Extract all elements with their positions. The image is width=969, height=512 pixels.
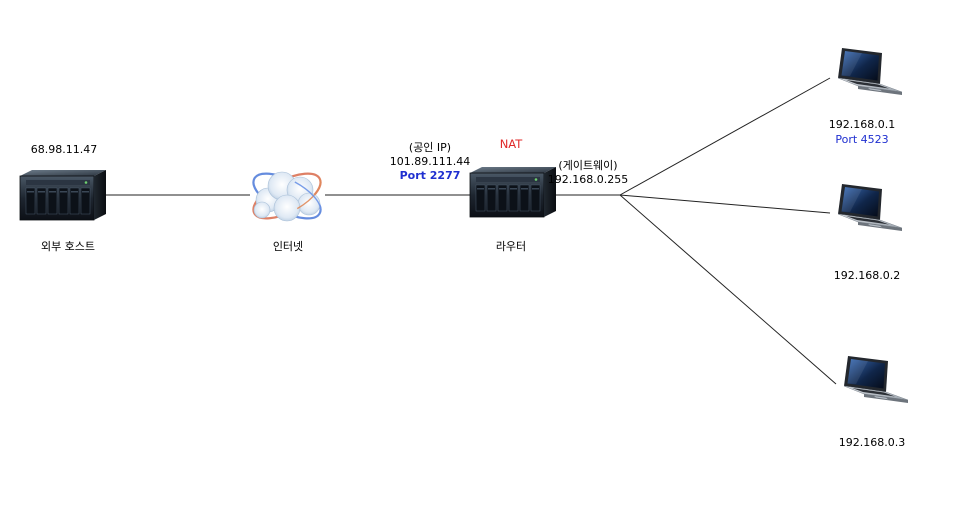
router-label: 라우터 [495, 240, 527, 253]
gateway-caption: (게이트웨이) [558, 159, 618, 172]
cloud-globe-icon [252, 171, 322, 222]
internet-label: 인터넷 [272, 240, 304, 253]
connection-lines [105, 77, 837, 385]
server-icon [469, 166, 557, 218]
laptop-icon [837, 47, 903, 96]
public-ip-caption: (공인 IP) [408, 141, 452, 154]
laptop-icon [843, 355, 909, 404]
external-host-ip: 68.98.11.47 [30, 143, 98, 156]
laptop-3-ip: 192.168.0.3 [838, 436, 906, 449]
laptop-1-ip: 192.168.0.1 [828, 118, 896, 131]
public-port: Port 2277 [399, 169, 461, 182]
gateway-ip: 192.168.0.255 [547, 173, 629, 186]
laptop-2-ip: 192.168.0.2 [833, 269, 901, 282]
server-icon [19, 169, 107, 221]
public-ip: 101.89.111.44 [389, 155, 471, 168]
link-to-laptop-1 [619, 77, 831, 196]
laptop-icon [837, 183, 903, 232]
nat-label: NAT [499, 137, 523, 151]
laptop-1-port: Port 4523 [835, 133, 889, 146]
link-to-laptop-2 [619, 194, 831, 214]
external-host-label: 외부 호스트 [40, 240, 96, 253]
link-to-laptop-3 [619, 194, 837, 385]
